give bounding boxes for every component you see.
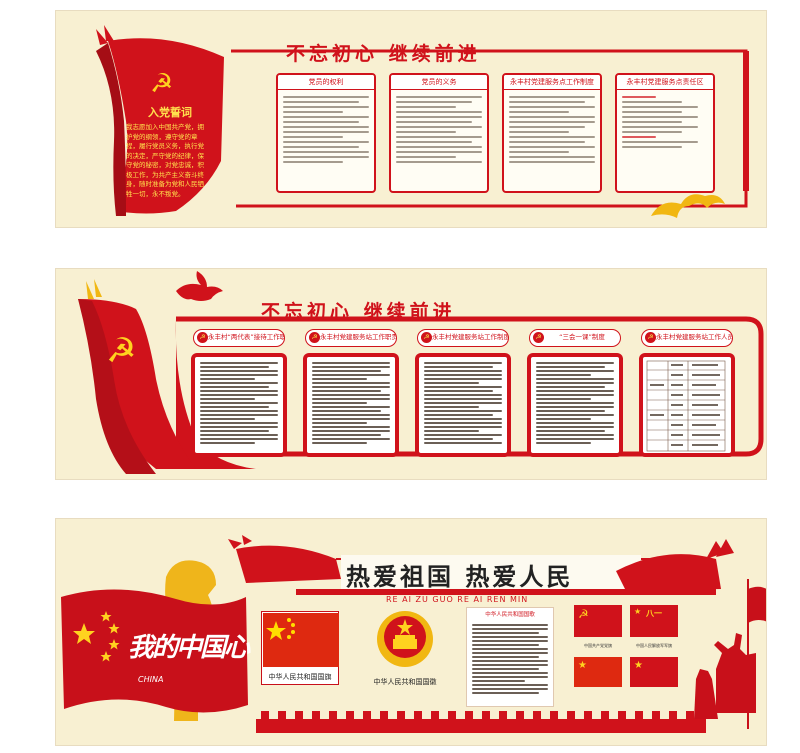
- panel1-decor: [96, 25, 749, 218]
- board-title: 党员的权利: [278, 75, 374, 90]
- national-flag-small-icon: ★: [574, 657, 622, 687]
- flags-grid: ☭ ★八一 中国共产党党旗 中国人民解放军军旗 ★ ★: [574, 605, 684, 705]
- board-tag: ☭ “三会一课”制度: [529, 329, 621, 347]
- national-flag-icon: [263, 613, 339, 667]
- anthem-board: 中华人民共和国国歌: [466, 607, 554, 707]
- station-system-board: ☭永丰村党建服务站工作制度: [415, 329, 511, 457]
- work-system-board: 永丰村党建服务点工作制度: [502, 73, 602, 193]
- logo-sub: CHINA: [138, 675, 164, 684]
- panel2-decor: [78, 271, 764, 474]
- caption: 中华人民共和国国徽: [373, 678, 437, 686]
- rights-board: 党员的权利: [276, 73, 376, 193]
- board-tag: ☭永丰村党建服务站工作职责: [305, 329, 397, 347]
- slogan-title: 不忘初心 继续前进: [261, 301, 456, 323]
- board-panel-patriotic: 我的中国心 CHINA 热爱祖国 热爱人民 RE AI ZU GUO RE AI…: [55, 518, 767, 746]
- board-title: 永丰村党建服务点工作制度: [504, 75, 600, 90]
- board-tag: ☭永丰村“两代表”接待工作职责: [193, 329, 285, 347]
- board-title: 永丰村党建服务站工作人员一览表: [656, 333, 732, 341]
- youth-flag-icon: ★: [630, 657, 678, 687]
- caption: 中国人民解放军军旗: [636, 643, 672, 648]
- responsibility-board: 永丰村党建服务点责任区: [615, 73, 715, 193]
- slogan-pinyin: RE AI ZU GUO RE AI REN MIN: [386, 595, 529, 604]
- party-flag-icon: ☭: [574, 605, 622, 637]
- national-emblem-icon: [377, 611, 433, 667]
- army-flag-icon: ★八一: [630, 605, 678, 637]
- anthem-title: 中华人民共和国国歌: [485, 612, 535, 618]
- duties-board: 党员的义务: [389, 73, 489, 193]
- board-panel-oath: ☭ 入党誓词 我志愿加入中国共产党，拥护党的纲领，遵守党的章程，履行党员义务，执…: [55, 10, 767, 228]
- three-meetings-board: ☭ “三会一课”制度: [527, 329, 623, 457]
- board-title: 永丰村党建服务站工作制度: [432, 333, 509, 341]
- party-badge-icon: ☭: [533, 332, 544, 343]
- station-duties-board: ☭永丰村党建服务站工作职责: [303, 329, 399, 457]
- logo-text: 我的中国心: [128, 633, 250, 663]
- board-title: 永丰村党建服务站工作职责: [320, 333, 397, 341]
- board-title: 永丰村“两代表”接待工作职责: [208, 333, 285, 341]
- oath-text: 我志愿加入中国共产党，拥护党的纲领，遵守党的章程，履行党员义务，执行党的决定，严…: [126, 123, 204, 198]
- party-badge-icon: ☭: [645, 332, 656, 343]
- board-title: 党员的义务: [391, 75, 487, 90]
- party-badge-icon: ☭: [421, 332, 432, 343]
- slogan-title: 不忘初心 继续前进: [286, 43, 481, 65]
- staff-table: [646, 360, 726, 452]
- national-flag-board: 中华人民共和国国旗: [261, 611, 339, 685]
- panel3-decor: [61, 535, 766, 733]
- party-badge-icon: ☭: [309, 332, 320, 343]
- board-panel-service: ☭ 不忘初心 继续前进 ☭永丰村“两代表”接待工作职责 ☭永丰村党建服务站工作职…: [55, 268, 767, 480]
- board-tag: ☭永丰村党建服务站工作人员一览表: [641, 329, 733, 347]
- board-title: “三会一课”制度: [559, 333, 605, 341]
- national-emblem-board: 中华人民共和国国徽: [366, 609, 444, 697]
- board-title: 永丰村党建服务点责任区: [617, 75, 713, 90]
- hammer-sickle-icon: ☭: [150, 69, 174, 99]
- staff-list-board: ☭永丰村党建服务站工作人员一览表: [639, 329, 735, 457]
- oath-title: 入党誓词: [148, 106, 192, 119]
- two-reps-board: ☭永丰村“两代表”接待工作职责: [191, 329, 287, 457]
- bayi-label: 八一: [646, 609, 662, 618]
- board-tag: ☭永丰村党建服务站工作制度: [417, 329, 509, 347]
- hammer-sickle-icon: ☭: [106, 331, 137, 371]
- slogan-title: 热爱祖国 热爱人民: [346, 563, 574, 591]
- caption: 中国共产党党旗: [584, 643, 612, 648]
- party-badge-icon: ☭: [197, 332, 208, 343]
- caption: 中华人民共和国国旗: [268, 673, 332, 681]
